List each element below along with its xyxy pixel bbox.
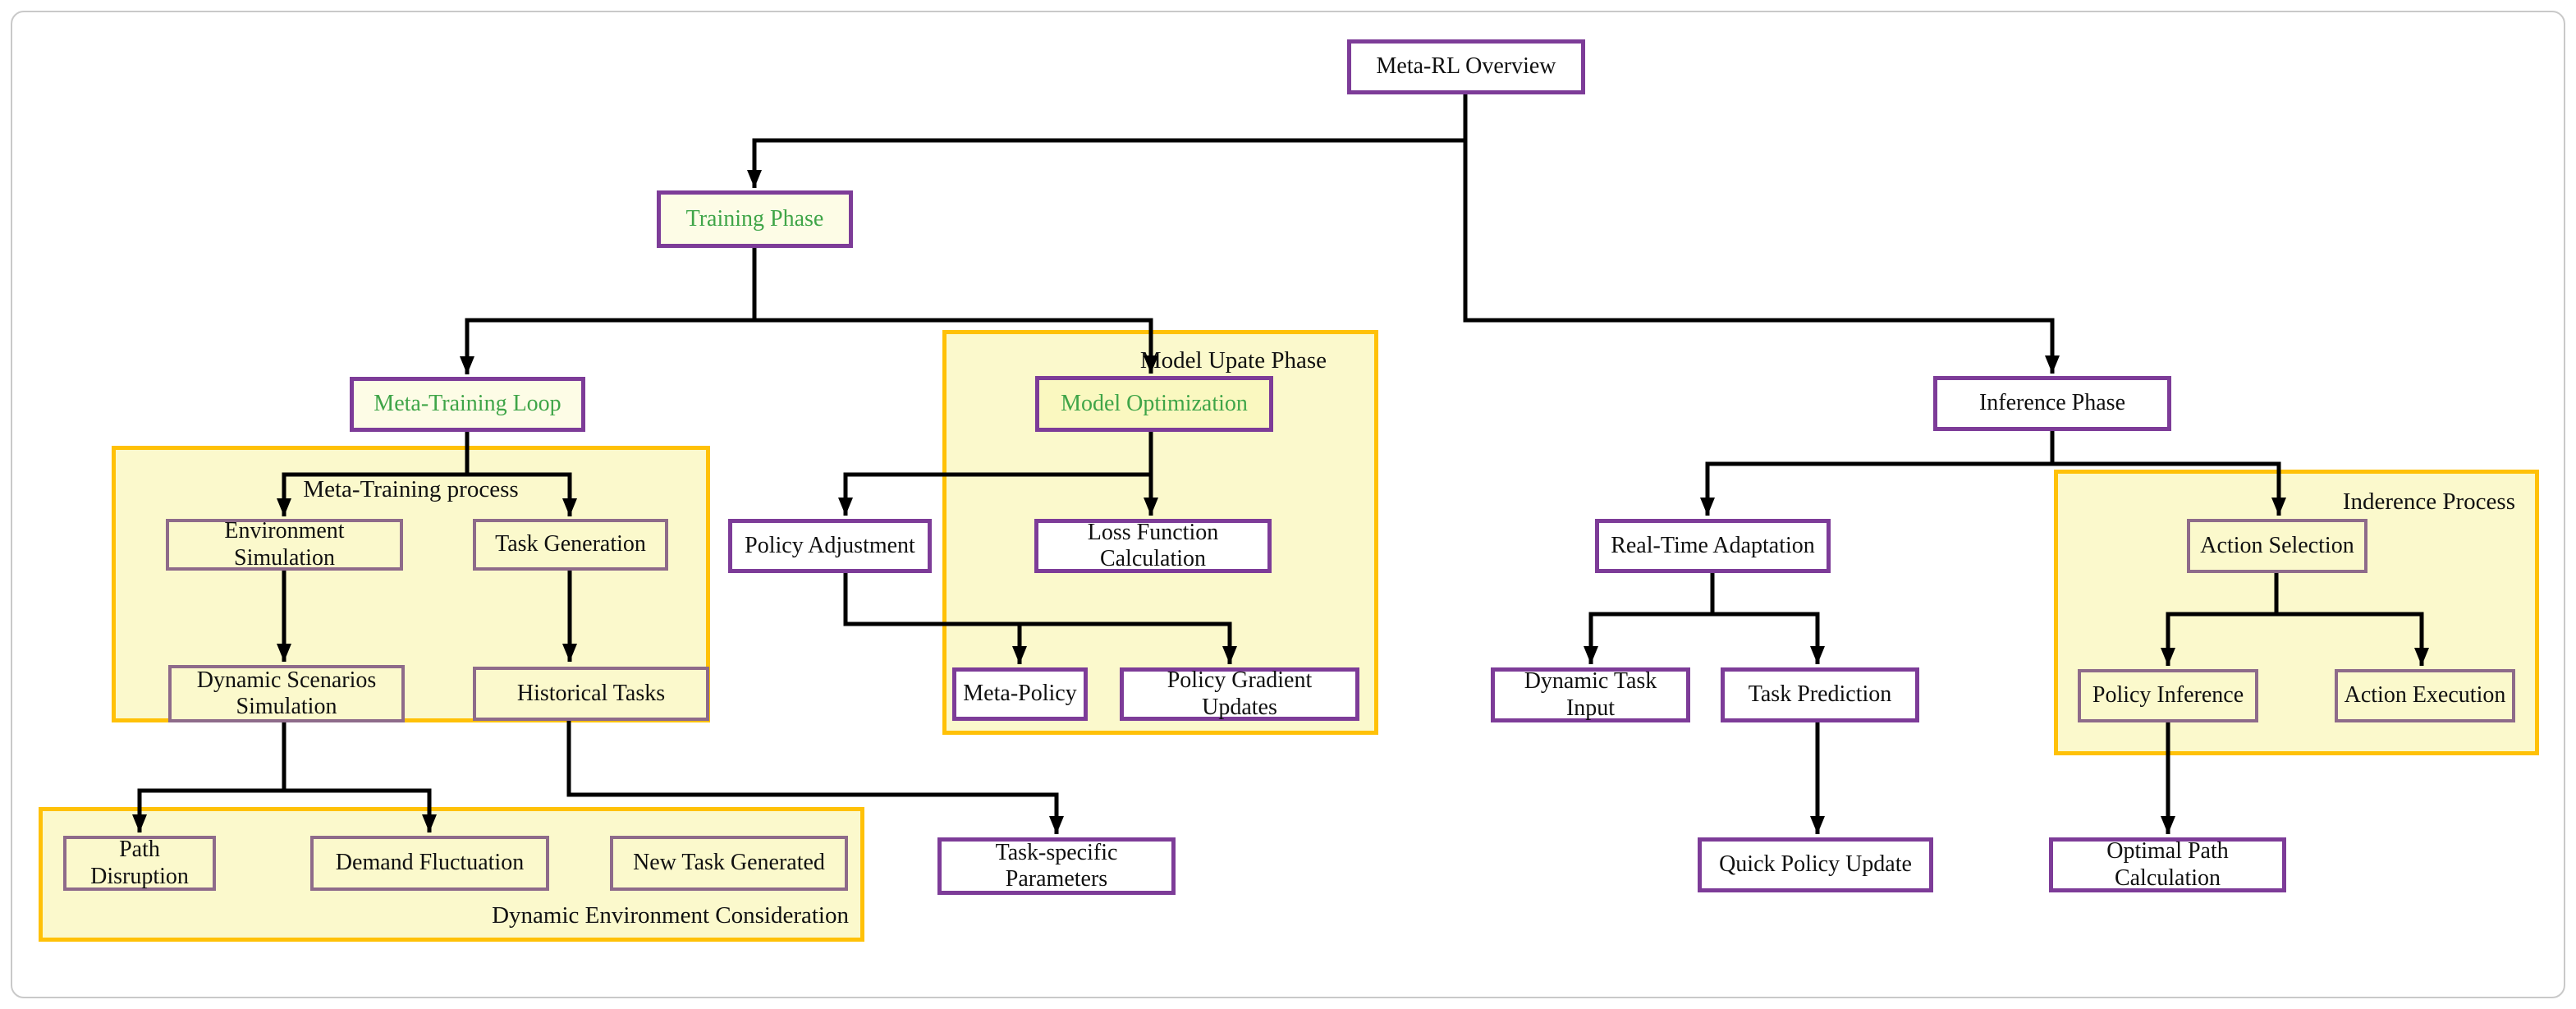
container-label-meta-training-process: Meta-Training process	[303, 476, 519, 502]
node-historical-tasks: Historical Tasks	[473, 667, 709, 721]
container-label-inference-process: Inderence Process	[2342, 488, 2515, 515]
node-meta-rl-overview: Meta-RL Overview	[1347, 39, 1585, 94]
container-label-model-update-phase: Model Upate Phase	[1139, 347, 1327, 374]
node-task-generation: Task Generation	[473, 519, 668, 571]
node-action-selection: Action Selection	[2187, 519, 2367, 573]
node-dynamic-task-input: Dynamic Task Input	[1491, 667, 1690, 722]
node-new-task-generated: New Task Generated	[610, 836, 848, 891]
node-inference-phase: Inference Phase	[1933, 376, 2171, 431]
page-border	[11, 11, 2565, 998]
node-policy-inference: Policy Inference	[2078, 669, 2258, 722]
node-meta-policy: Meta-Policy	[952, 667, 1088, 721]
node-action-execution: Action Execution	[2335, 669, 2515, 722]
node-path-disruption: Path Disruption	[63, 836, 216, 891]
node-dynamic-scenarios-simulation: Dynamic Scenarios Simulation	[168, 665, 405, 722]
node-task-specific-parameters: Task-specific Parameters	[937, 837, 1176, 895]
container-label-dynamic-environment-consideration: Dynamic Environment Consideration	[492, 902, 849, 929]
node-real-time-adaptation: Real-Time Adaptation	[1595, 519, 1831, 573]
node-optimal-path-calculation: Optimal Path Calculation	[2049, 837, 2286, 892]
node-policy-gradient-updates: Policy Gradient Updates	[1120, 667, 1359, 721]
node-demand-fluctuation: Demand Fluctuation	[310, 836, 549, 891]
node-environment-simulation: Environment Simulation	[166, 518, 403, 571]
node-meta-training-loop: Meta-Training Loop	[350, 377, 585, 432]
node-loss-function-calculation: Loss Function Calculation	[1034, 519, 1272, 573]
node-model-optimization: Model Optimization	[1035, 376, 1273, 432]
node-task-prediction: Task Prediction	[1721, 667, 1919, 722]
node-quick-policy-update: Quick Policy Update	[1698, 837, 1933, 892]
node-training-phase: Training Phase	[657, 190, 853, 248]
node-policy-adjustment: Policy Adjustment	[728, 519, 932, 573]
